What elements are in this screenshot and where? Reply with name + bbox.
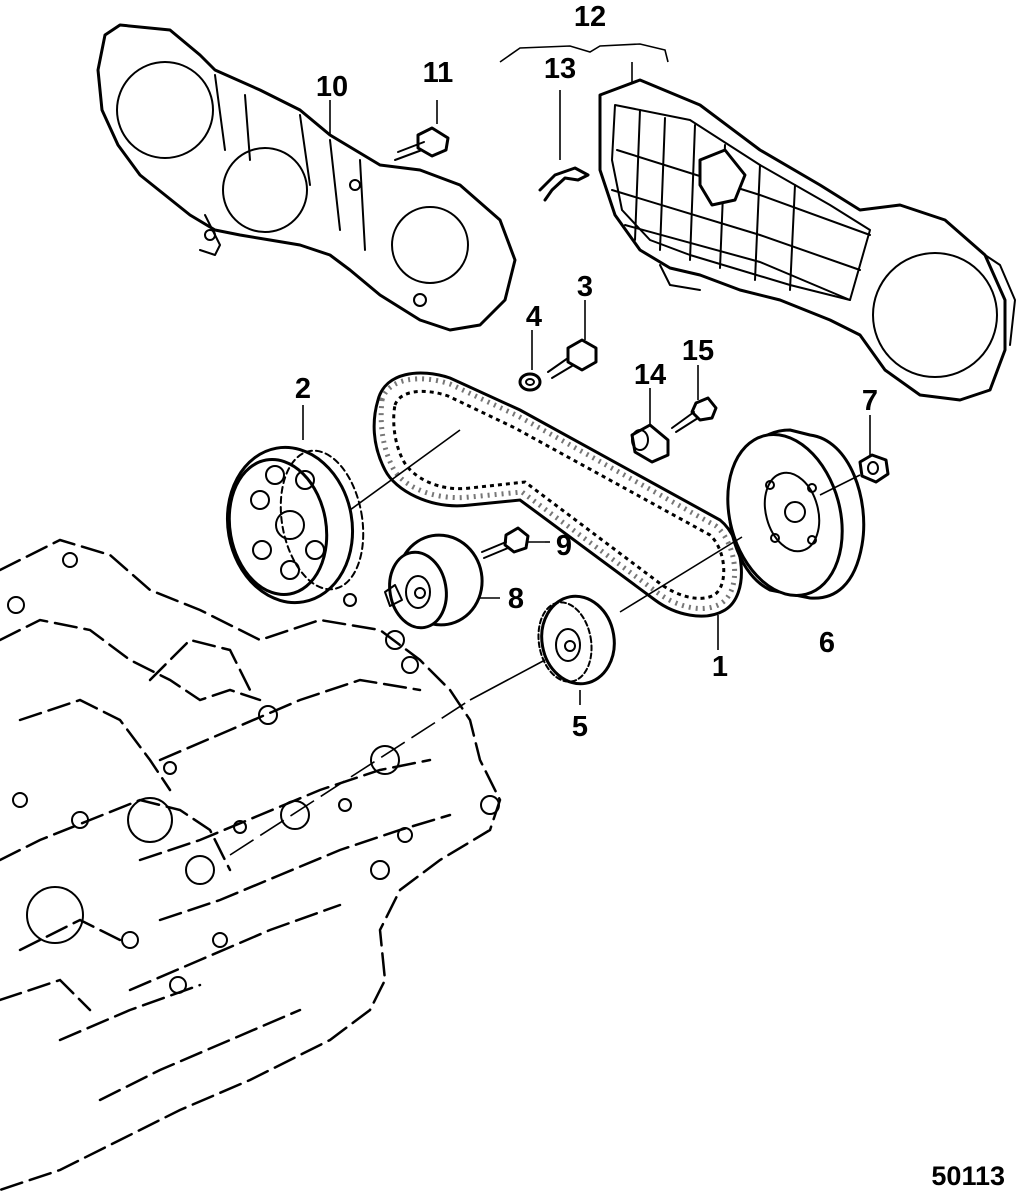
bolt-part-3 [547, 300, 598, 379]
axis-line [229, 699, 471, 856]
figure-number: 50113 [931, 1161, 1005, 1191]
callout-2: 2 [295, 373, 311, 405]
callout-3: 3 [577, 271, 593, 303]
callout-15: 15 [682, 335, 714, 367]
nut-part-7 [819, 415, 890, 496]
cam-sprocket-part-2 [225, 405, 461, 605]
callout-14: 14 [634, 359, 666, 391]
crank-sprocket-part-5 [469, 594, 616, 705]
callout-9: 9 [556, 530, 572, 562]
callout-1: 1 [712, 651, 728, 683]
callout-6: 6 [819, 627, 835, 659]
spacer-part-14 [630, 388, 670, 464]
bolt-part-15 [671, 365, 718, 433]
callout-5: 5 [572, 711, 588, 743]
callout-10: 10 [316, 71, 348, 103]
callout-8: 8 [508, 583, 524, 615]
engine-block [0, 538, 502, 1192]
timing-belt-part-1 [372, 371, 743, 650]
callout-13: 13 [544, 53, 576, 85]
washer-part-4 [518, 330, 542, 392]
inner-timing-cover-part-10 [96, 23, 517, 332]
label-12-bracket [499, 43, 669, 63]
pulley-part-6 [619, 428, 866, 613]
callout-4: 4 [526, 301, 542, 333]
callout-7: 7 [862, 385, 878, 417]
callout-12: 12 [574, 1, 606, 33]
outer-timing-cover-part-12 [598, 78, 1016, 402]
bolt-part-11 [394, 100, 450, 161]
clip-part-13 [538, 90, 590, 202]
callout-11: 11 [423, 57, 454, 89]
tensioner-part-8 [384, 533, 500, 630]
bolt-part-9 [481, 526, 545, 559]
